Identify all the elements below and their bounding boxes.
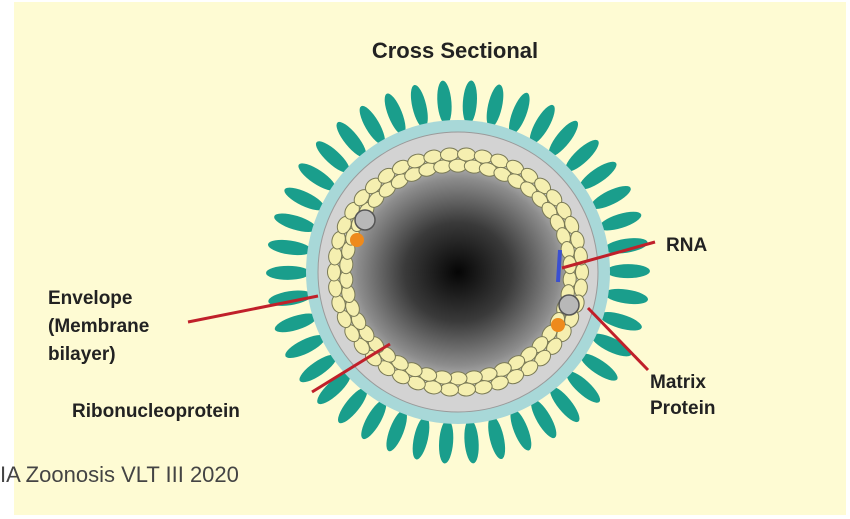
matrix-protein-label-line: Matrix [650, 372, 706, 393]
matrix-protein-label-line: Protein [650, 398, 715, 419]
diagram-title: Cross Sectional [372, 38, 538, 63]
membrane-protein-grey [355, 210, 375, 230]
envelope-label-line: Envelope [48, 288, 132, 309]
spike-glycoprotein [603, 286, 649, 306]
nucleoprotein-bead [328, 263, 341, 281]
spike-glycoprotein [436, 80, 453, 125]
envelope-label-line: bilayer) [48, 344, 116, 365]
rna-strand [558, 250, 560, 282]
spike-glycoprotein [606, 264, 650, 278]
membrane-protein-grey [559, 295, 579, 315]
ribonucleoprotein-label: Ribonucleoprotein [72, 401, 240, 422]
spike-glycoprotein [485, 415, 509, 461]
spike-glycoprotein [463, 419, 480, 464]
footer-caption: IA Zoonosis VLT III 2020 [0, 462, 239, 488]
spike-glycoprotein [409, 415, 432, 461]
envelope-label: Envelope (Membrane bilayer) [48, 288, 149, 365]
matrix-protein-label: Matrix Protein [650, 372, 715, 419]
spike-glycoprotein [461, 80, 478, 125]
spike-glycoprotein [438, 419, 455, 464]
spike-glycoprotein [267, 237, 313, 257]
spike-glycoprotein [483, 83, 506, 129]
rna-label: RNA [666, 235, 707, 256]
matrix-protein-dot [551, 318, 565, 332]
spike-glycoprotein [408, 83, 432, 129]
envelope-label-line: (Membrane [48, 316, 149, 337]
matrix-protein-dot [350, 233, 364, 247]
nucleoprotein-bead [576, 263, 589, 281]
spike-glycoprotein [266, 266, 310, 280]
